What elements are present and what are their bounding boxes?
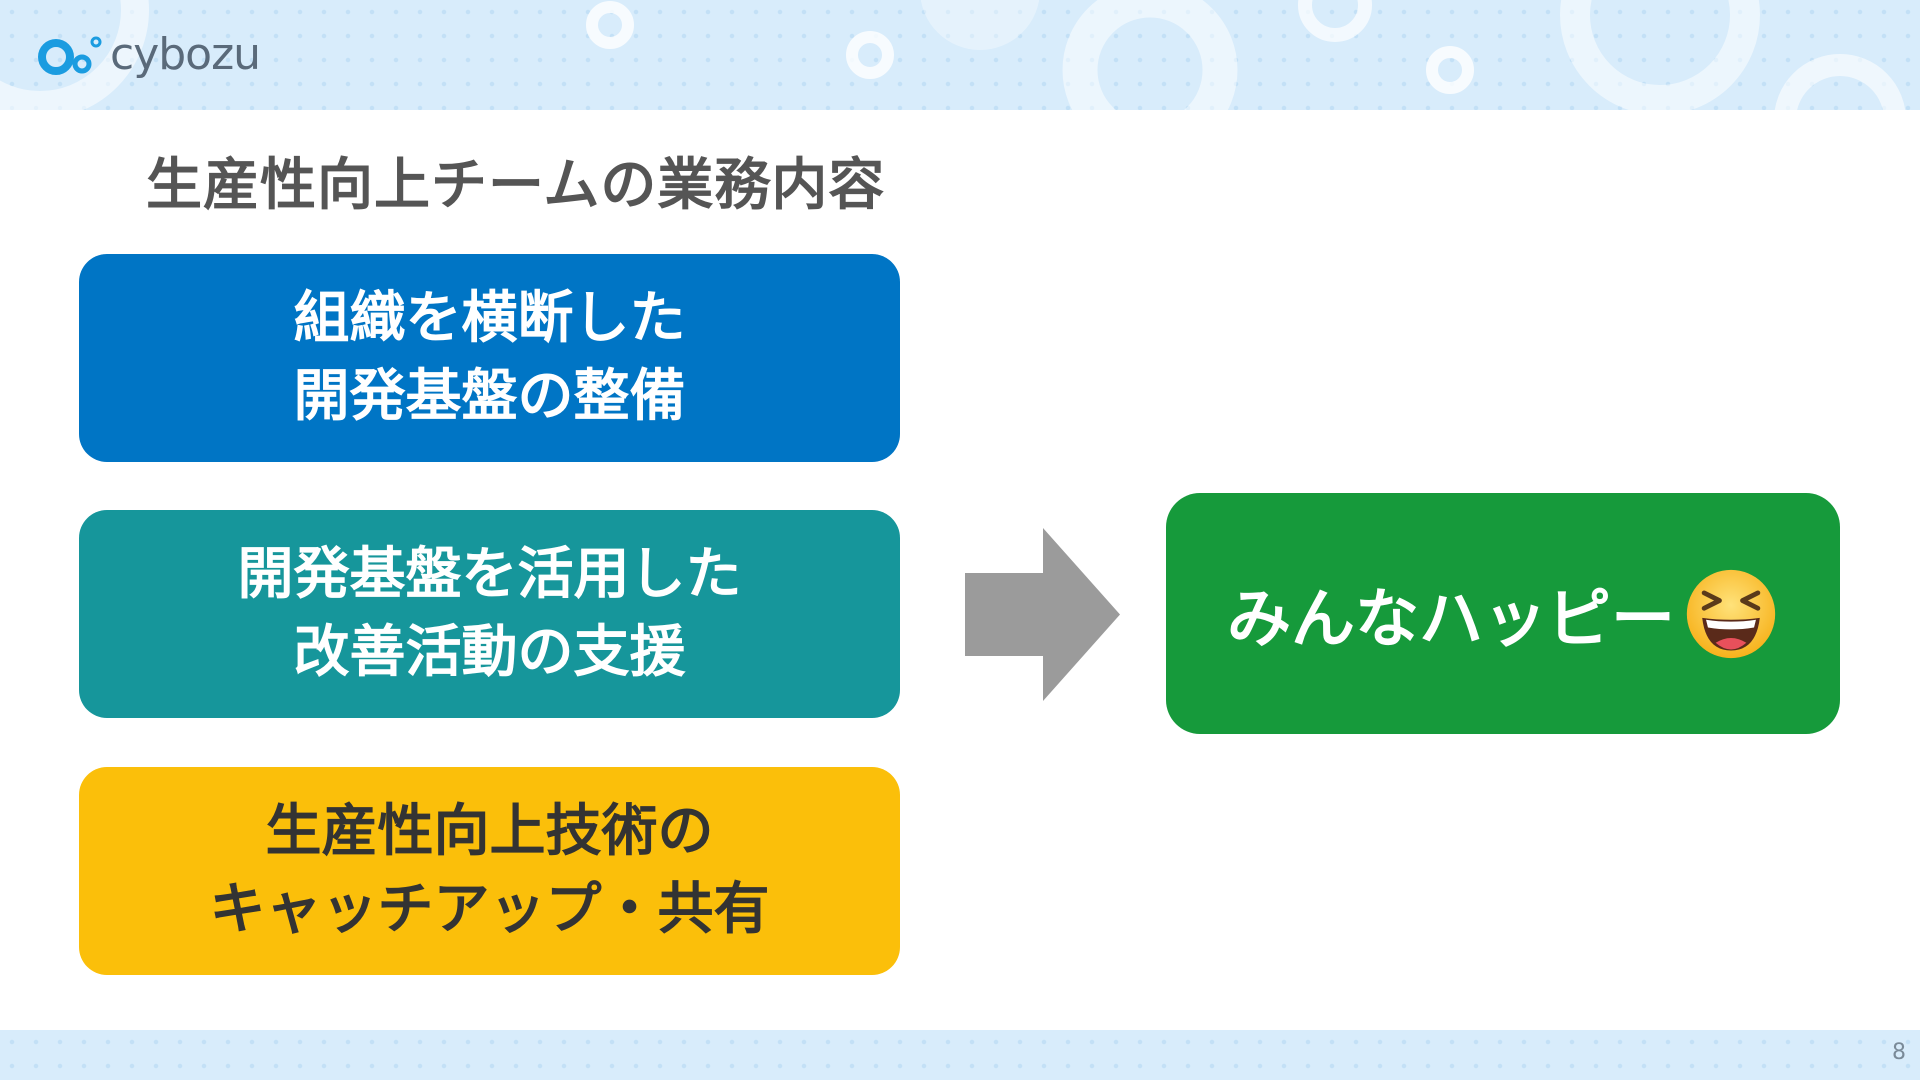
cybozu-logo: cybozu — [36, 28, 261, 82]
task-box-support: 開発基盤を活用した 改善活動の支援 — [79, 510, 900, 718]
result-text: みんなハッピー — [1227, 582, 1675, 657]
right-arrow-icon — [965, 528, 1120, 701]
task-box-line: 開発基盤の整備 — [293, 364, 686, 429]
logo-text: cybozu — [110, 29, 261, 80]
header-band: cybozu — [0, 0, 1920, 110]
decorative-circles — [0, 0, 1906, 110]
footer-band: 8 — [0, 1030, 1920, 1080]
laughing-face-icon — [1686, 569, 1776, 658]
task-box-line: 組織を横断した — [293, 286, 686, 351]
task-box-line: 開発基盤を活用した — [237, 542, 742, 607]
task-box-line: 生産性向上技術の — [265, 799, 714, 864]
page-title: 生産性向上チームの業務内容 — [146, 153, 886, 218]
result-box: みんなハッピー — [1166, 493, 1840, 734]
task-box-line: キャッチアップ・共有 — [209, 877, 770, 942]
task-box-line: 改善活動の支援 — [293, 620, 686, 685]
page-number: 8 — [1892, 1040, 1906, 1065]
task-box-platform: 組織を横断した 開発基盤の整備 — [79, 254, 900, 462]
task-box-catchup: 生産性向上技術の キャッチアップ・共有 — [79, 767, 900, 975]
cybozu-logo-icon — [38, 36, 102, 75]
